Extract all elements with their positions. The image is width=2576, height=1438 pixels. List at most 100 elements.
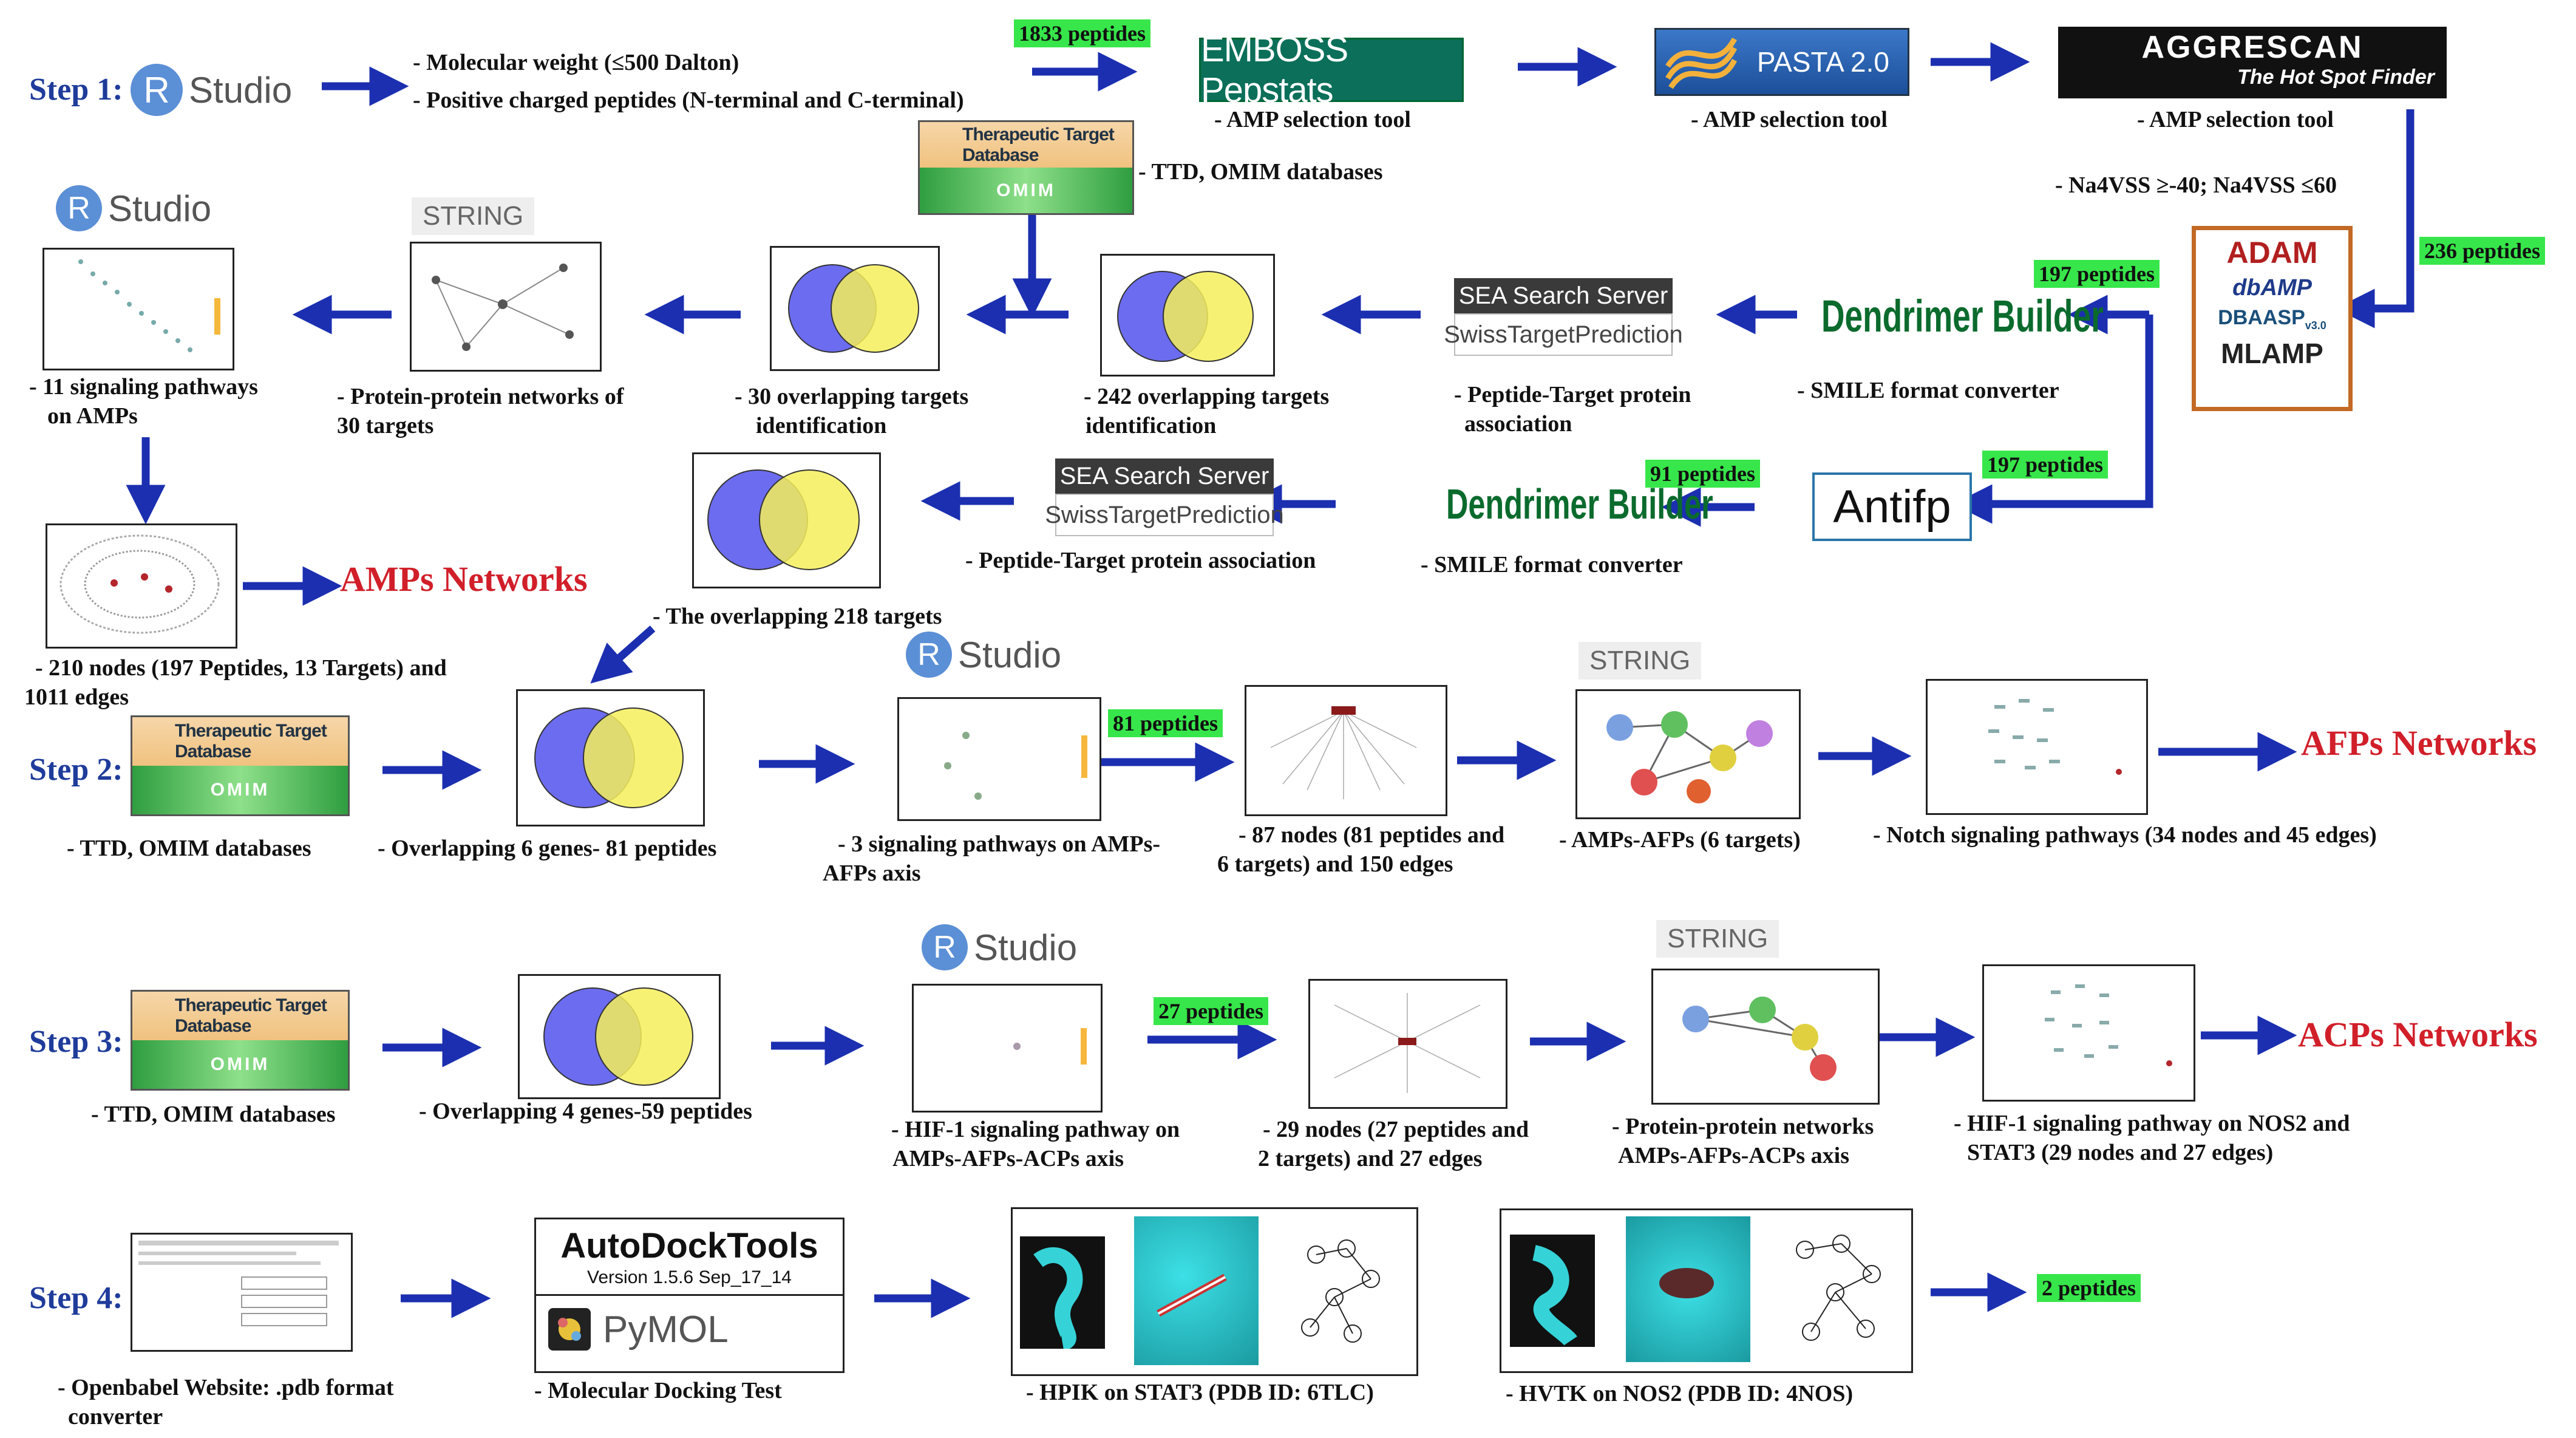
aggrescan-subtitle: The Hot Spot Finder: [2237, 66, 2435, 89]
aggrescan-word: AGGRESCAN: [2141, 30, 2364, 65]
omim-banner-3: OMIM: [132, 1040, 348, 1089]
emboss-caption: - AMP selection tool: [1214, 107, 1411, 132]
swisstarget-banner-2: SwissTargetPrediction: [1045, 494, 1284, 536]
pta2-caption: - Peptide-Target protein association: [965, 548, 1316, 573]
omim-banner: OMIM: [920, 168, 1132, 213]
hif-pathway-plot: [912, 984, 1103, 1113]
mlamp-logo: MLAMP: [2221, 337, 2323, 369]
rstudio-word-3: Studio: [958, 634, 1062, 675]
string-logo-1: STRING: [412, 197, 535, 235]
hif-network-graph: [2045, 984, 2172, 1066]
amps-network-thumb: [46, 523, 237, 649]
venn-4-diagram: [543, 987, 693, 1086]
sig3-caption-a: - 3 signaling pathways on AMPs-: [838, 831, 1161, 857]
hvtk-protein-cartoon: [1510, 1235, 1595, 1347]
nodes29-caption-a: - 29 nodes (27 peptides and: [1263, 1117, 1529, 1142]
dbaasp-version: v3.0: [2305, 319, 2326, 332]
hpik-2d-interaction: [1280, 1218, 1407, 1364]
venn-242-diagram: [1117, 271, 1254, 362]
criterion-mw: - Molecular weight (≤500 Dalton): [413, 50, 739, 75]
pta-caption-a: - Peptide-Target protein: [1454, 382, 1691, 407]
step4-label: Step 4:: [29, 1281, 123, 1315]
rstudio-word-4: Studio: [974, 927, 1078, 968]
rstudio-r-icon-2: R: [56, 185, 102, 231]
badge-197-peptides-b: 197 peptides: [1982, 451, 2109, 479]
autodocktools-word: AutoDockTools: [560, 1226, 818, 1266]
swisstarget-banner: SwissTargetPrediction: [1444, 313, 1683, 356]
step3-label: Step 3:: [29, 1024, 123, 1059]
hvtk-2d-interaction: [1775, 1219, 1902, 1362]
venn-218-overlap: [692, 452, 881, 588]
openbabel-caption-b: converter: [68, 1404, 163, 1429]
omim-banner-2: OMIM: [132, 766, 348, 814]
step1-label: Step 1:: [29, 72, 123, 107]
hif2-caption-b: STAT3 (29 nodes and 27 edges): [1967, 1140, 2274, 1165]
hvtk-surface-view: [1626, 1216, 1750, 1362]
ttd-omim-logo-2: Therapeutic Target Database OMIM: [131, 715, 350, 816]
network-87-nodes-thumb: [1245, 685, 1447, 816]
aggrescan-logo: AGGRESCAN The Hot Spot Finder: [2058, 27, 2447, 98]
nodes210-caption-b: 1011 edges: [24, 684, 129, 710]
rstudio-logo-4: R Studio: [922, 924, 1077, 970]
badge-91-peptides: 91 peptides: [1645, 460, 1761, 488]
network-29-nodes-thumb: [1308, 979, 1507, 1109]
rstudio-logo-3: R Studio: [906, 632, 1061, 678]
venn-242-overlap: [1100, 254, 1275, 377]
sea-search-banner-2: SEA Search Server: [1055, 458, 1274, 494]
criterion-charge: - Positive charged peptides (N-terminal …: [413, 87, 964, 113]
pymol-icon: [548, 1308, 591, 1351]
nodes87-caption-a: - 87 nodes (81 peptides and: [1239, 822, 1505, 848]
smile-caption-1: - SMILE format converter: [1797, 378, 2059, 403]
nodes87-caption-b: 6 targets) and 150 edges: [1217, 851, 1453, 877]
overlap30-caption-b: identification: [756, 413, 887, 438]
pathway-dots-2: [944, 732, 1087, 800]
pasta-word: PASTA 2.0: [1756, 46, 1889, 78]
dendrimer-builder-logo-2: Dendrimer Builder: [1446, 480, 1713, 528]
hif-network-thumb: [1982, 964, 2195, 1102]
ttd-banner: Therapeutic Target Database: [920, 122, 1132, 168]
dbaasp-word: DBAASP: [2218, 306, 2305, 329]
emboss-pepstats-logo: EMBOSS Pepstats: [1199, 30, 1464, 110]
rstudio-r-icon-4: R: [922, 924, 968, 970]
hpik-protein-cartoon: [1020, 1236, 1105, 1351]
sig3-caption-b: AFPs axis: [823, 860, 921, 886]
dbaasp-logo: DBAASPv3.0: [2196, 306, 2348, 332]
venn-218-diagram: [707, 469, 860, 570]
badge-197-peptides-a: 197 peptides: [2034, 260, 2160, 288]
overlap4-caption: - Overlapping 4 genes-59 peptides: [419, 1099, 752, 1124]
badge-81-peptides: 81 peptides: [1108, 709, 1223, 737]
rstudio-logo-2: R Studio: [56, 185, 211, 231]
hif-caption-b: AMPs-AFPs-ACPs axis: [892, 1146, 1124, 1171]
hvtk-docking-panel: [1500, 1208, 1913, 1373]
ttd-banner-3: Therapeutic Target Database: [132, 992, 348, 1040]
acps-networks-label: ACPs Networks: [2298, 1015, 2538, 1054]
rstudio-logo: R Studio: [131, 64, 292, 116]
badge-27-peptides: 27 peptides: [1154, 997, 1269, 1025]
pasta-logo: PASTA 2.0: [1654, 28, 1909, 96]
rstudio-word: Studio: [189, 69, 293, 111]
rstudio-r-icon-3: R: [906, 632, 952, 678]
ppi-network-graph: [432, 264, 574, 351]
step2-label: Step 2:: [29, 752, 123, 787]
pathways11-caption-a: - 11 signaling pathways: [29, 374, 258, 400]
aggrescan-caption: - AMP selection tool: [2137, 107, 2334, 132]
network-29-graph: [1334, 993, 1481, 1093]
venn-6-diagram: [534, 707, 684, 808]
pathway-dots: [78, 259, 220, 352]
notch-network-thumb: [1926, 679, 2148, 815]
openbabel-screenshot: [131, 1233, 353, 1352]
hvtk-caption: - HVTK on NOS2 (PDB ID: 4NOS): [1506, 1381, 1854, 1406]
hpik-surface-view: [1134, 1216, 1259, 1365]
openbabel-form: [138, 1241, 339, 1326]
ttd-caption-3: - TTD, OMIM databases: [91, 1102, 336, 1127]
string-logo-2: STRING: [1579, 642, 1702, 680]
pta-caption-b: association: [1464, 411, 1572, 437]
autodock-version: Version 1.5.6 Sep_17_14: [587, 1267, 792, 1287]
autodock-pymol-logo: AutoDockTools Version 1.5.6 Sep_17_14 Py…: [534, 1218, 845, 1373]
acps-ppi-graph: [1682, 997, 1837, 1081]
antifp-logo: Antifp: [1812, 472, 1972, 541]
pathway-enrichment-plot-2: [897, 697, 1101, 821]
nodes210-caption-a: - 210 nodes (197 Peptides, 13 Targets) a…: [35, 655, 447, 681]
amps-afps-ppi-thumb: [1575, 689, 1801, 819]
